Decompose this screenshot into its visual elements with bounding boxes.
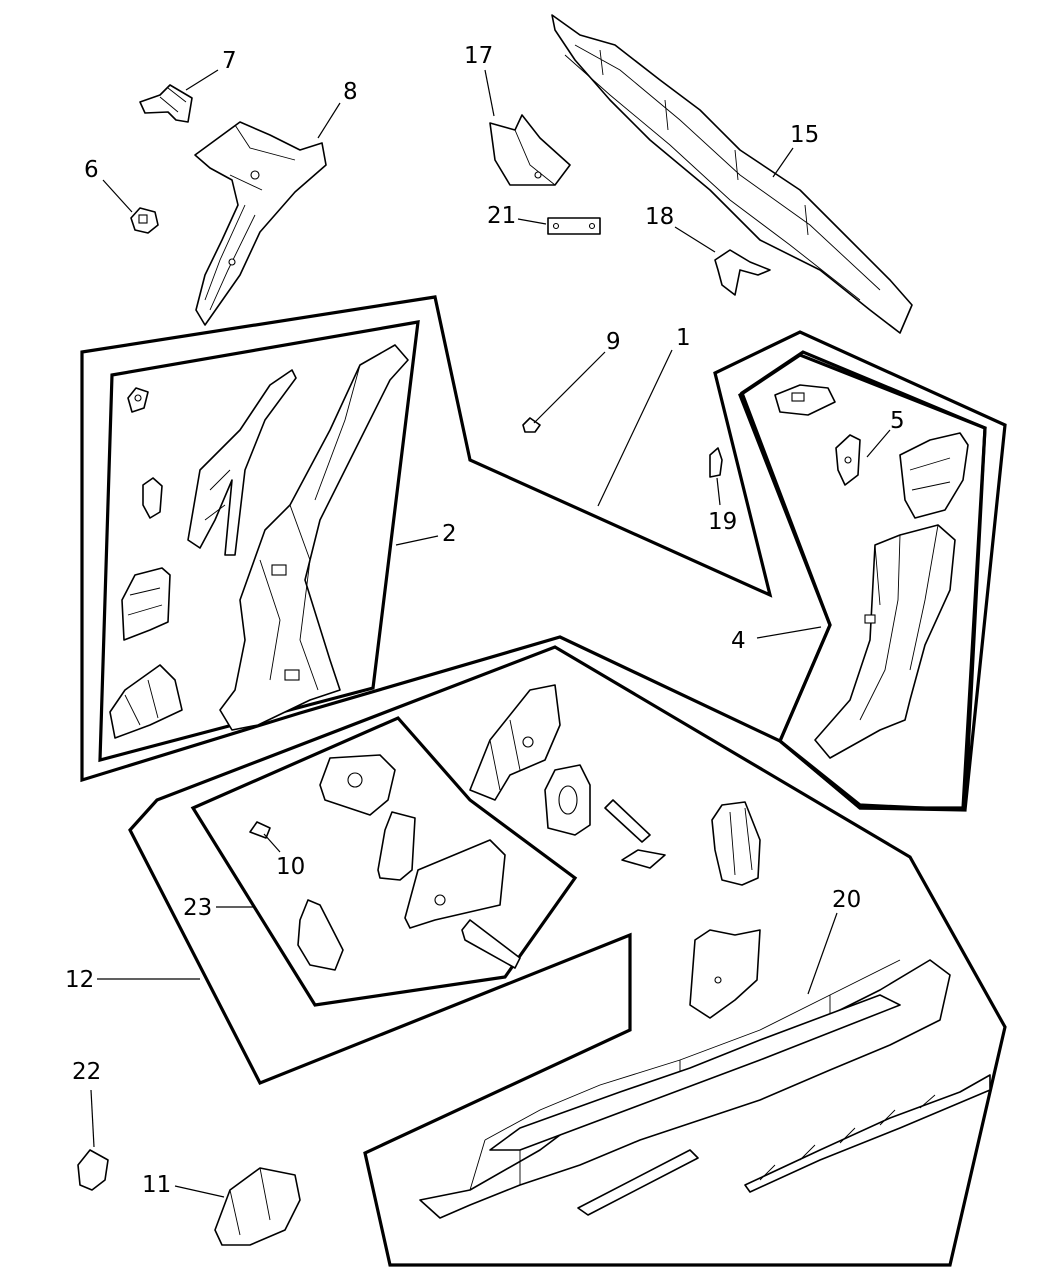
callout-20: 20	[832, 887, 861, 913]
part-9-clip	[522, 417, 541, 433]
callout-18: 18	[645, 204, 674, 230]
callout-12: 12	[65, 967, 94, 993]
group-4-inner-outline	[740, 350, 987, 810]
group-2-parts	[109, 344, 409, 739]
leader-6	[102, 179, 133, 213]
leader-11	[174, 1185, 225, 1198]
part-21-plate	[547, 217, 601, 235]
leader-15	[772, 147, 794, 178]
leader-19	[716, 477, 721, 506]
group-23-parts	[249, 754, 521, 971]
part-11-bracket	[214, 1167, 301, 1246]
callout-8: 8	[343, 79, 358, 105]
leader-lines	[90, 69, 891, 1198]
part-19-bracket	[709, 447, 723, 478]
leader-20	[807, 912, 838, 995]
group-12-parts	[419, 684, 991, 1219]
callout-22: 22	[72, 1059, 101, 1085]
leader-21	[517, 218, 547, 225]
part-8-a-pillar-reinforcement	[194, 121, 327, 326]
leader-9	[533, 351, 606, 424]
callout-labels: 1 2 4 5 6 7 8 9 10 11 12 15 17 18 19 20 …	[65, 43, 905, 1198]
callout-6: 6	[84, 157, 99, 183]
leader-18	[674, 226, 716, 253]
callout-21: 21	[487, 203, 516, 229]
leader-8	[317, 102, 341, 139]
parts	[77, 14, 991, 1246]
callout-15: 15	[790, 122, 819, 148]
leader-10	[263, 833, 281, 853]
callout-10: 10	[276, 854, 305, 880]
callout-17: 17	[464, 43, 493, 69]
leader-5	[866, 429, 891, 458]
group-23-outline	[190, 716, 578, 1007]
group-2-inner-outline	[98, 320, 420, 763]
callout-23: 23	[183, 895, 212, 921]
part-6-clip	[130, 207, 159, 234]
callout-11: 11	[142, 1172, 171, 1198]
part-22-plug	[77, 1149, 109, 1191]
group-outlines	[80, 295, 1007, 1267]
callout-1: 1	[676, 325, 691, 351]
callout-2: 2	[442, 521, 457, 547]
leader-1	[597, 349, 673, 507]
part-17-bracket	[489, 114, 571, 186]
callout-9: 9	[606, 329, 621, 355]
callout-7: 7	[222, 48, 237, 74]
part-7-bracket	[139, 84, 193, 123]
leader-2	[395, 535, 439, 546]
group-12-outline	[128, 645, 1007, 1267]
group-4-parts	[774, 384, 969, 759]
callout-19: 19	[708, 509, 737, 535]
part-15-cowl-panel	[551, 14, 913, 334]
callout-4: 4	[731, 628, 746, 654]
leader-4	[756, 626, 822, 639]
part-18-bracket	[714, 249, 771, 296]
callout-5: 5	[890, 408, 905, 434]
leader-17	[484, 69, 495, 117]
leader-7	[185, 69, 219, 91]
leader-22	[90, 1089, 95, 1148]
